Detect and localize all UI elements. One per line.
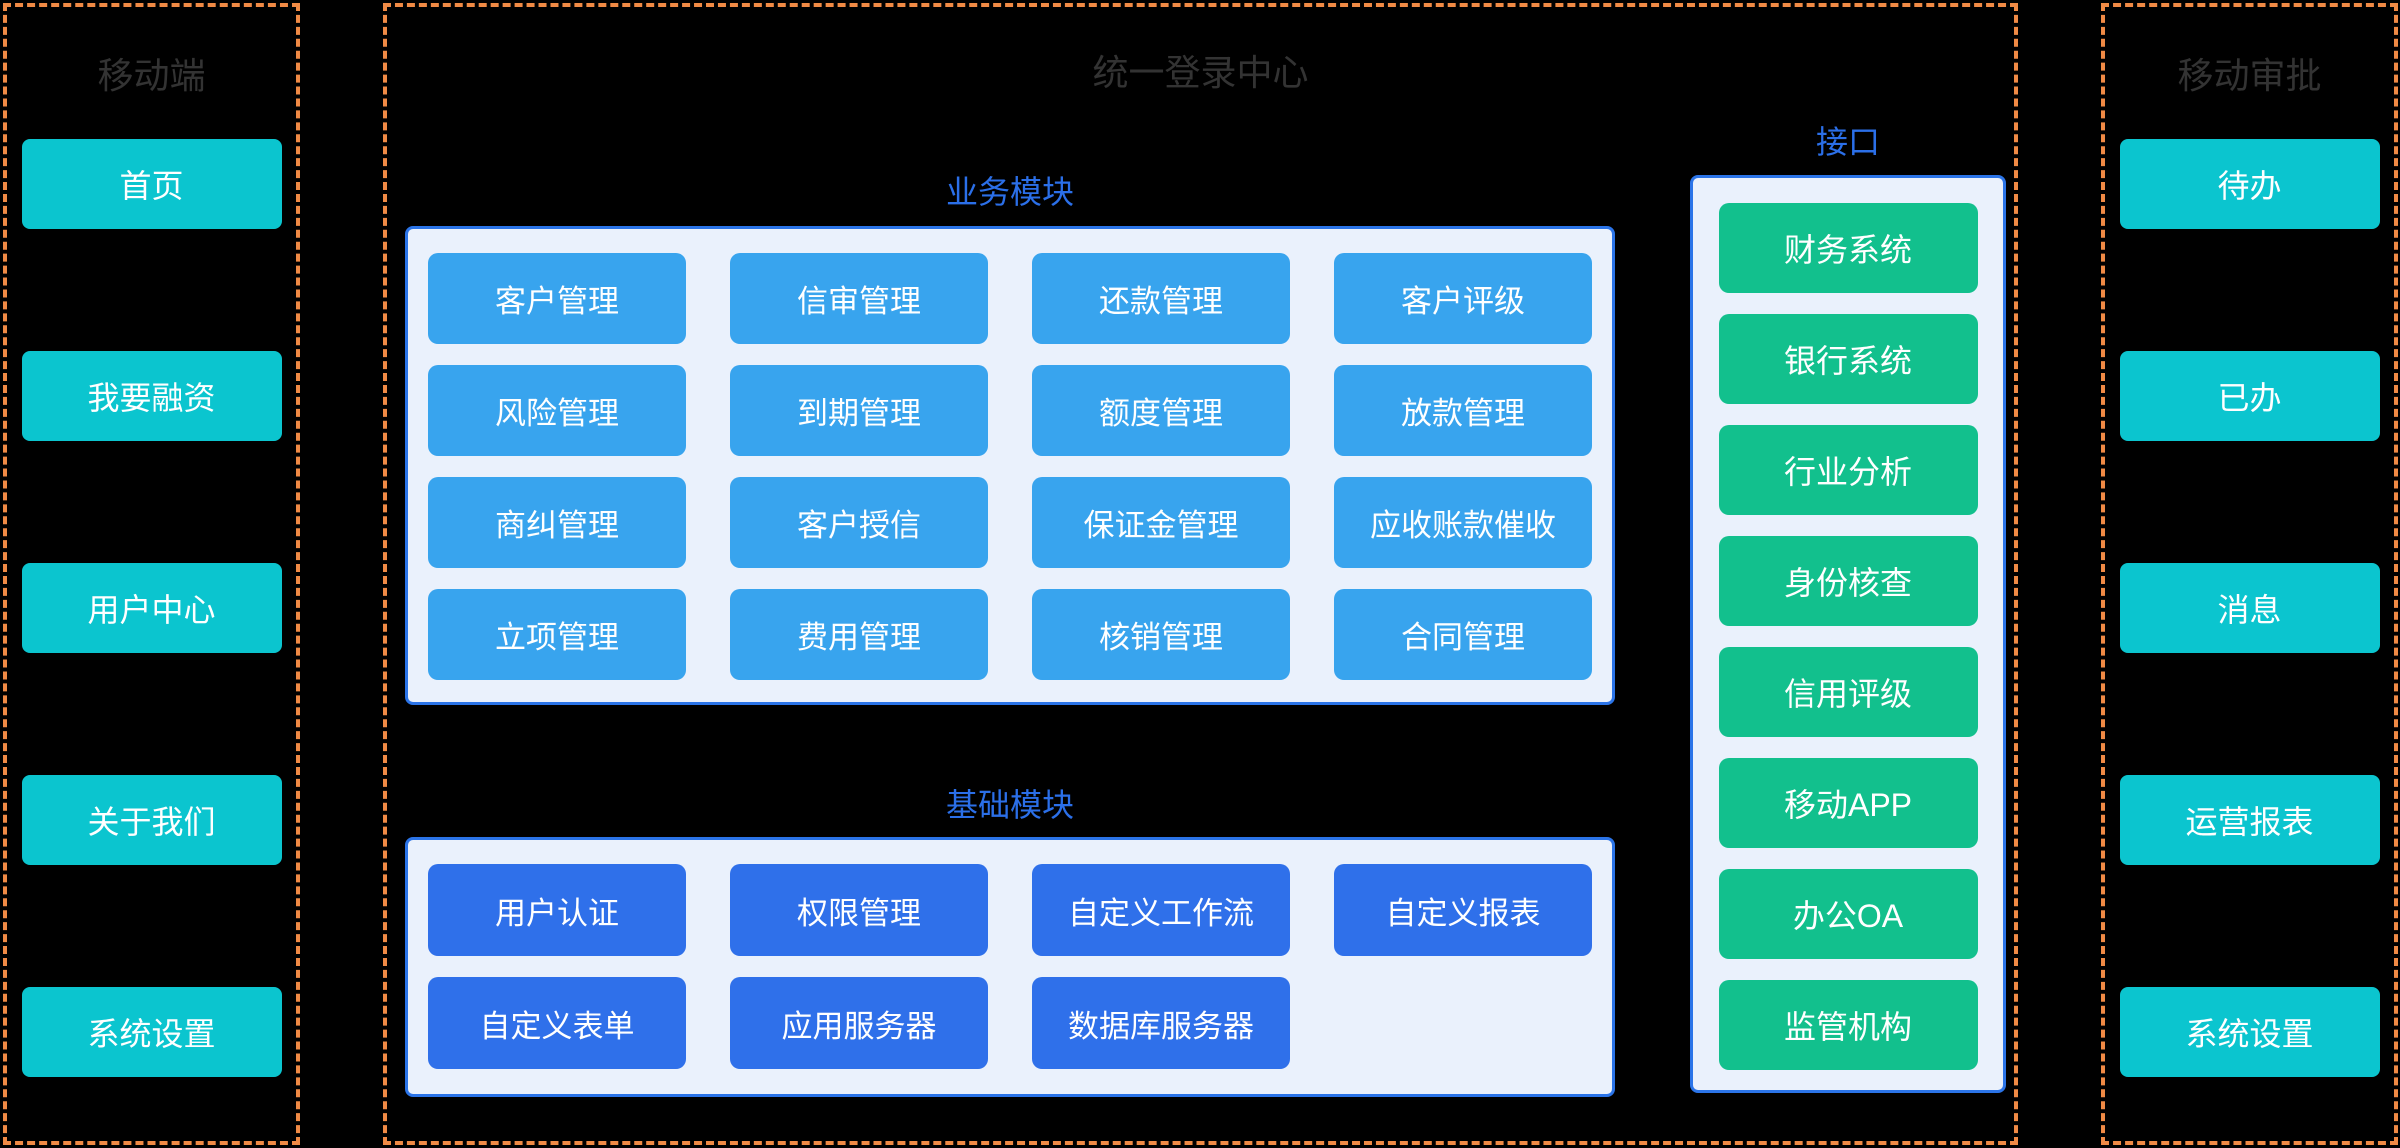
mobile-approval-menu-button[interactable]: 已办 xyxy=(2119,351,2380,441)
unified-login-panel: 统一登录中心 业务模块 客户管理信审管理还款管理客户评级风险管理到期管理额度管理… xyxy=(383,3,2018,1145)
business-module-button[interactable]: 客户授信 xyxy=(730,477,988,568)
interface-container: 财务系统银行系统行业分析身份核查信用评级移动APP 办公OA 监管机构 xyxy=(1690,175,2006,1093)
base-module-button[interactable]: 自定义报表 xyxy=(1334,864,1592,956)
business-module-button[interactable]: 费用管理 xyxy=(730,589,988,680)
base-module-button[interactable]: 自定义表单 xyxy=(428,977,686,1069)
mobile-approval-panel: 移动审批 待办已办消息运营报表系统设置 xyxy=(2101,3,2398,1145)
interface-button[interactable]: 移动APP xyxy=(1718,758,1978,848)
base-modules-container: 用户认证权限管理自定义工作流自定义报表自定义表单应用服务器数据库服务器 xyxy=(405,837,1615,1097)
business-module-button[interactable]: 商纠管理 xyxy=(428,477,686,568)
interface-label: 接口 xyxy=(1815,124,1880,160)
base-module-button[interactable]: 应用服务器 xyxy=(730,977,988,1069)
mobile-approval-menu-button[interactable]: 消息 xyxy=(2119,563,2380,653)
mobile-client-panel-title: 移动端 xyxy=(97,55,206,96)
interface-button[interactable]: 行业分析 xyxy=(1718,425,1978,515)
business-module-button[interactable]: 额度管理 xyxy=(1032,365,1290,456)
mobile-approval-menu: 待办已办消息运营报表系统设置 xyxy=(2105,139,2394,1077)
business-module-button[interactable]: 立项管理 xyxy=(428,589,686,680)
mobile-approval-panel-title: 移动审批 xyxy=(2177,55,2322,96)
interface-button[interactable]: 财务系统 xyxy=(1718,203,1978,293)
base-module-button[interactable]: 权限管理 xyxy=(730,864,988,956)
business-modules-container: 客户管理信审管理还款管理客户评级风险管理到期管理额度管理放款管理商纠管理客户授信… xyxy=(405,226,1615,705)
interface-button[interactable]: 监管机构 xyxy=(1718,980,1978,1070)
base-module-button[interactable]: 用户认证 xyxy=(428,864,686,956)
unified-login-title: 统一登录中心 xyxy=(1092,52,1309,93)
mobile-client-menu-button[interactable]: 首页 xyxy=(21,139,282,229)
interface-button[interactable]: 信用评级 xyxy=(1718,647,1978,737)
base-module-button[interactable]: 数据库服务器 xyxy=(1032,977,1290,1069)
business-module-button[interactable]: 放款管理 xyxy=(1334,365,1592,456)
business-module-button[interactable]: 客户评级 xyxy=(1334,253,1592,344)
business-modules-label: 业务模块 xyxy=(945,174,1074,210)
base-module-button[interactable]: 自定义工作流 xyxy=(1032,864,1290,956)
interface-button[interactable]: 银行系统 xyxy=(1718,314,1978,404)
business-module-button[interactable]: 到期管理 xyxy=(730,365,988,456)
business-module-button[interactable]: 还款管理 xyxy=(1032,253,1290,344)
business-module-button[interactable]: 核销管理 xyxy=(1032,589,1290,680)
mobile-client-panel: 移动端 首页我要融资用户中心关于我们系统设置 xyxy=(3,3,300,1145)
business-module-button[interactable]: 应收账款催收 xyxy=(1334,477,1592,568)
mobile-client-menu-button[interactable]: 用户中心 xyxy=(21,563,282,653)
business-module-button[interactable]: 风险管理 xyxy=(428,365,686,456)
business-module-button[interactable]: 保证金管理 xyxy=(1032,477,1290,568)
mobile-client-menu-button[interactable]: 系统设置 xyxy=(21,987,282,1077)
business-module-button[interactable]: 客户管理 xyxy=(428,253,686,344)
business-module-button[interactable]: 信审管理 xyxy=(730,253,988,344)
mobile-client-menu: 首页我要融资用户中心关于我们系统设置 xyxy=(7,139,296,1077)
mobile-approval-menu-button[interactable]: 运营报表 xyxy=(2119,775,2380,865)
base-modules-label: 基础模块 xyxy=(945,787,1074,823)
mobile-approval-menu-button[interactable]: 待办 xyxy=(2119,139,2380,229)
mobile-client-menu-button[interactable]: 我要融资 xyxy=(21,351,282,441)
interface-button[interactable]: 身份核查 xyxy=(1718,536,1978,626)
interface-button[interactable]: 办公OA xyxy=(1718,869,1978,959)
business-module-button[interactable]: 合同管理 xyxy=(1334,589,1592,680)
mobile-client-menu-button[interactable]: 关于我们 xyxy=(21,775,282,865)
mobile-approval-menu-button[interactable]: 系统设置 xyxy=(2119,987,2380,1077)
